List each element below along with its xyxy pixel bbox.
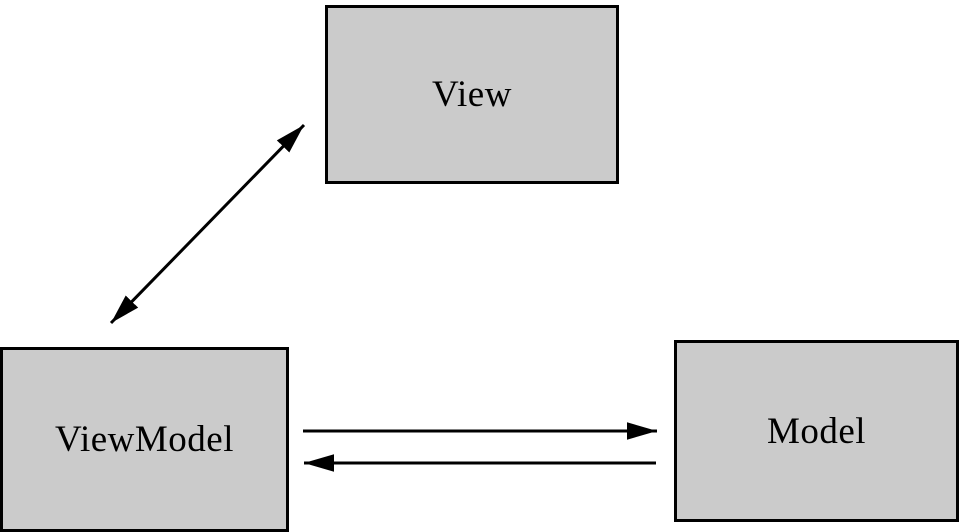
node-view: View — [325, 5, 619, 184]
node-model: Model — [674, 340, 959, 522]
arrow-viewmodel-view-bidirectional — [109, 123, 306, 325]
node-viewmodel-label: ViewModel — [54, 419, 235, 460]
node-viewmodel: ViewModel — [0, 347, 289, 532]
node-view-label: View — [432, 74, 512, 115]
node-model-label: Model — [766, 410, 867, 452]
